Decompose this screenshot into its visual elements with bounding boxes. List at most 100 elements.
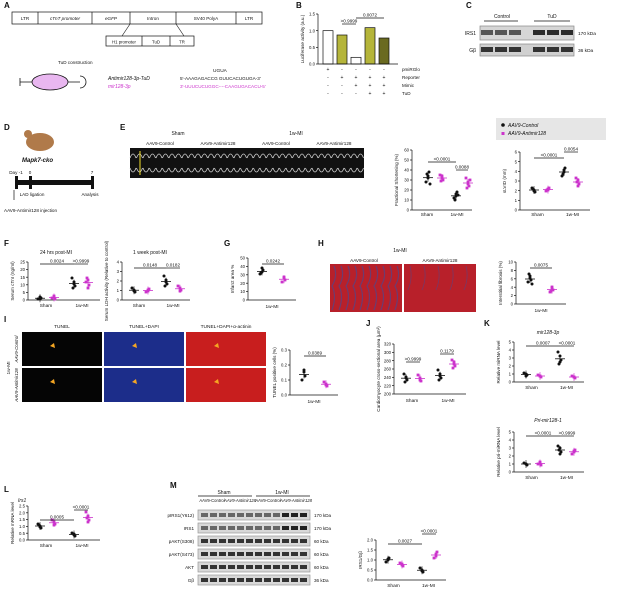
K-mir-mi-ctrl-point	[557, 362, 561, 366]
M-band	[291, 552, 298, 556]
M-band	[219, 526, 226, 530]
F-ldh-mi-anti-point	[176, 284, 180, 288]
G-y-tick-label: 30	[240, 272, 245, 277]
sequence-top: 5'-AAAGAGACCG GUUCACUGUGA-3'	[180, 76, 261, 81]
M-band	[273, 578, 280, 582]
K-title-2: Pri-mir128-1	[534, 418, 562, 424]
E-echo-image	[130, 148, 364, 178]
I-y-axis-label: TUNEL positive cells (%)	[272, 347, 277, 398]
J-sham-ctrl-point	[402, 372, 406, 376]
I-image	[22, 368, 102, 402]
C-row-gb: Gβ	[469, 48, 476, 54]
I-anti-point	[322, 380, 326, 384]
C-band	[533, 30, 545, 35]
B-bar	[322, 30, 334, 65]
M-band	[273, 539, 280, 543]
I-image	[104, 368, 184, 402]
M-band	[282, 578, 289, 582]
E-lvid-y-tick-label: 0	[515, 208, 518, 213]
F-ldh-y-tick-label: 1	[117, 288, 120, 293]
I-arrowhead	[50, 343, 55, 348]
G-anti-point	[283, 278, 287, 282]
E-fs-sham-anti-point	[438, 173, 442, 177]
J-y-tick-label: 200	[384, 392, 392, 397]
M-band	[273, 513, 280, 517]
M-band	[291, 513, 298, 517]
B-sign: +	[355, 83, 358, 89]
K-pri-y-tick-label: 3	[509, 446, 512, 451]
K-mir-y-tick-label: 5	[509, 340, 512, 345]
tud-stem	[19, 75, 87, 89]
E-fs-sham-anti-point	[439, 179, 443, 183]
K-pri-mi-ctrl-point	[556, 444, 560, 448]
B-sign: -	[369, 67, 371, 73]
sequence-bottom: 3'-UUUCUCUGGC----CAAGUGACACU-5'	[180, 84, 266, 89]
M-band	[291, 539, 298, 543]
I-col-label: TUNEL	[54, 324, 70, 330]
M-band	[300, 539, 307, 543]
mouse-ear-icon	[24, 130, 32, 138]
C-kda: 170 kDa	[578, 31, 596, 37]
J-x-label: Sham	[406, 398, 419, 404]
M-row-label: IRS1	[184, 526, 195, 531]
F-ldh-sham-anti-point	[144, 290, 148, 294]
intron-branch	[121, 23, 185, 37]
B-sign: -	[341, 67, 343, 73]
H-y-tick-label: 8	[511, 268, 514, 273]
H-ctrl-point	[530, 282, 534, 286]
L-y-axis-label: Relative mRNA level	[10, 502, 15, 544]
H-fibrosis-streak	[463, 265, 468, 291]
B-sign: +	[369, 83, 372, 89]
M-band	[255, 578, 262, 582]
C-band	[547, 47, 559, 52]
inset-label-promoter: H1 promoter	[112, 40, 136, 45]
M-kda: 60 kDa	[314, 565, 329, 570]
K-pri-mi-anti-point	[570, 452, 574, 456]
F-ctni-y-tick-label: 20	[20, 267, 25, 272]
G-y-tick-label: 0	[243, 298, 246, 303]
I-ctrl-point	[300, 378, 304, 382]
M-band	[228, 552, 235, 556]
M-p-value: 0.0027	[398, 539, 412, 544]
D-timeline-tick	[15, 176, 18, 189]
M-band	[210, 578, 217, 582]
G-y-axis-label: Infarct area %	[230, 265, 235, 294]
L-y-tick-label: 0.0	[19, 538, 26, 543]
M-band	[273, 565, 280, 569]
panel-label-H: H	[318, 239, 324, 248]
K-mir-mi-anti-point	[570, 374, 574, 378]
C-band	[495, 47, 507, 52]
B-row-label: pmiRGlo	[402, 67, 420, 72]
B-y-tick-label: 0.0	[309, 62, 316, 67]
M-band	[237, 565, 244, 569]
E-fs-y-tick-label: 50	[404, 158, 409, 163]
E-fs-mi-anti-point	[468, 178, 472, 182]
E-fs-y-tick-label: 0	[407, 208, 410, 213]
D-event-analysis: Analysis	[81, 192, 99, 197]
I-arrowhead	[50, 379, 55, 384]
M-band	[255, 552, 262, 556]
J-mi-ctrl-point	[436, 368, 440, 372]
L-y-tick-label: 2.5	[19, 504, 26, 509]
B-row-label: TuD	[402, 91, 411, 96]
D-timeline	[16, 180, 94, 185]
construct-segment-label: LTR	[21, 16, 30, 21]
M-band	[237, 578, 244, 582]
J-y-tick-label: 320	[384, 342, 392, 347]
F-ctni-mi-anti-point	[85, 276, 89, 280]
B-y-tick-label: 0.5	[309, 45, 316, 50]
panel-label-A: A	[4, 1, 10, 10]
mouse-icon	[26, 133, 54, 151]
J-mi-anti-point	[450, 358, 454, 362]
M-x-label: 1w-MI	[422, 583, 435, 589]
M-band	[210, 513, 217, 517]
E-fs-y-tick-label: 20	[404, 188, 409, 193]
panel-label-J: J	[366, 319, 370, 328]
H-title: 1w-MI	[393, 248, 407, 254]
K-mir-x-label: 1w-MI	[560, 385, 573, 391]
C-band	[533, 47, 545, 52]
L-x-label: 1w-MI	[75, 543, 88, 549]
M-band	[210, 526, 217, 530]
E-lvid-y-tick-label: 3	[515, 179, 518, 184]
E-echo-group-sham: Sham	[171, 131, 184, 137]
